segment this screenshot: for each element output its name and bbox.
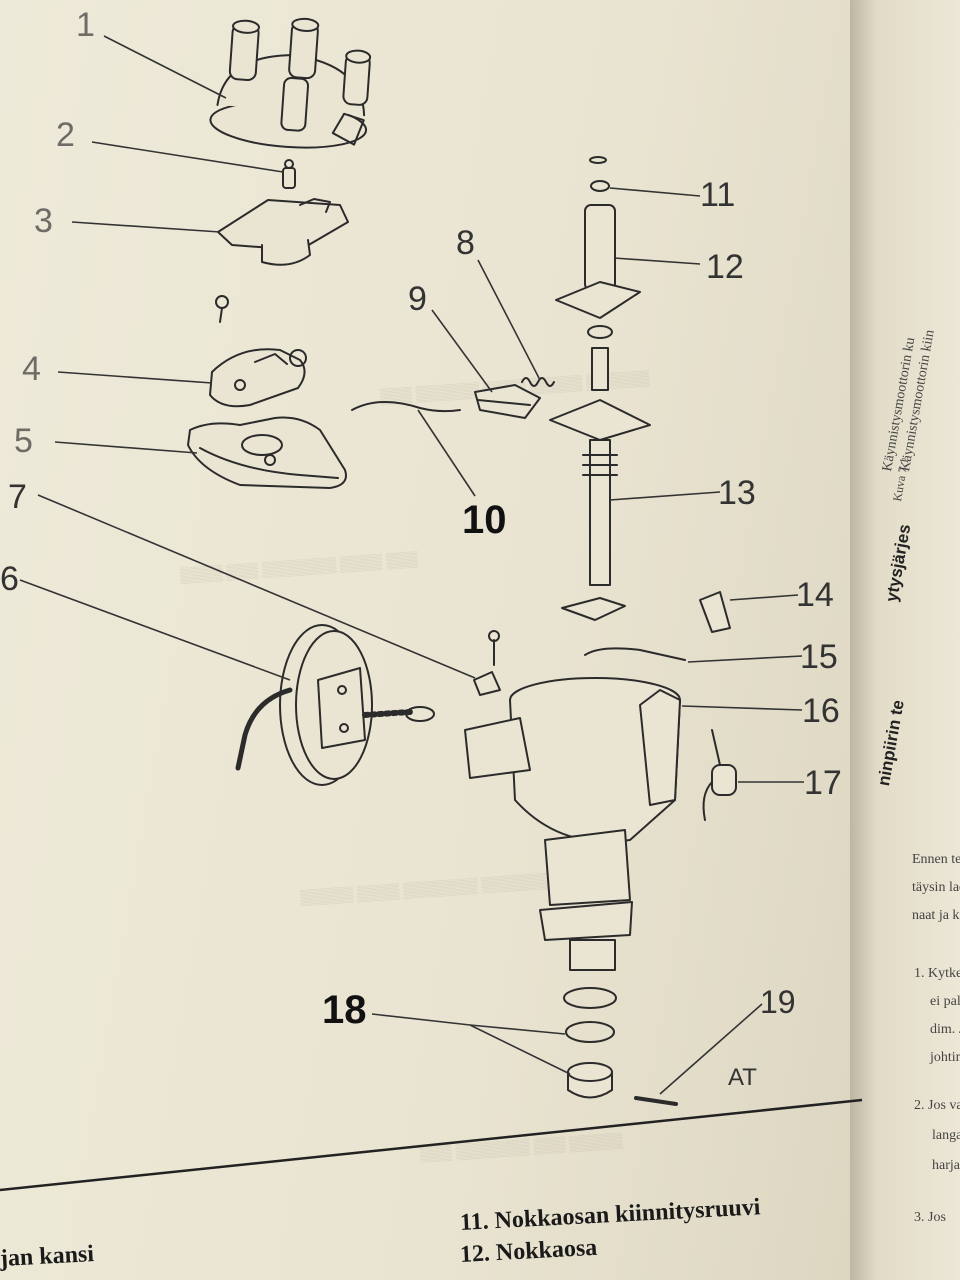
distributor-cap: [209, 17, 372, 149]
callout-10: 10: [462, 498, 507, 542]
condenser: [702, 729, 737, 821]
right-text-line: Ennen testa: [912, 852, 960, 867]
callout-13: 13: [718, 474, 756, 512]
leader-lines: [19, 35, 804, 1095]
callout-5: 5: [14, 422, 33, 460]
cap-clip: [699, 591, 731, 633]
cam-assembly: [555, 156, 641, 391]
contact-breaker-points: [209, 348, 307, 408]
callout-11: 11: [700, 176, 736, 214]
drive-pin: [634, 1096, 678, 1106]
right-text-line: ei pala,: [930, 994, 960, 1009]
right-text-line: 2. Jos va: [914, 1098, 960, 1113]
carbon-brush: [282, 159, 296, 189]
callout-14: 14: [796, 576, 834, 614]
right-text-line: dim. Jo: [930, 1022, 960, 1037]
callout-17: 17: [804, 764, 842, 802]
distributor-housing: [464, 677, 681, 971]
callout-6: 6: [0, 560, 19, 598]
earth-lead: [351, 400, 461, 413]
right-text-line: 3. Jos: [914, 1210, 946, 1225]
callout-9: 9: [408, 280, 427, 318]
callout-19: 19: [760, 984, 796, 1020]
right-text-line: naat ja kireä: [912, 908, 960, 923]
rotor: [217, 198, 349, 266]
distributor-shaft: [549, 399, 651, 621]
centrifugal-weights: [474, 384, 541, 419]
seal-rings: [563, 987, 617, 1099]
callout-1: 1: [76, 6, 95, 44]
right-text-line: täysin ladat: [912, 880, 960, 895]
left-page: [0, 0, 870, 1280]
right-page: [850, 0, 960, 1280]
legend-item-cap: jan kansi: [0, 1241, 95, 1272]
callout-2: 2: [56, 116, 75, 154]
callout-18: 18: [322, 988, 367, 1032]
right-text-line: 1. Kytke s: [914, 966, 960, 981]
callout-7: 7: [8, 478, 27, 516]
variant-label: AT: [728, 1064, 757, 1091]
spring: [521, 377, 555, 387]
callout-16: 16: [802, 692, 840, 730]
breaker-plate: [187, 416, 347, 489]
callout-4: 4: [22, 350, 41, 388]
right-text-line: langa: [932, 1128, 960, 1143]
callout-3: 3: [34, 202, 53, 240]
callout-8: 8: [456, 224, 475, 262]
low-tension-lead: [584, 647, 686, 661]
clamp-bracket: [473, 630, 501, 696]
callout-12: 12: [706, 248, 744, 286]
divider-rule: [0, 1098, 863, 1192]
callout-15: 15: [800, 638, 838, 676]
small-screw: [215, 295, 229, 323]
right-text-line: johtim: [930, 1050, 960, 1065]
vacuum-advance-unit: [235, 624, 435, 786]
right-text-line: harja: [932, 1158, 960, 1173]
